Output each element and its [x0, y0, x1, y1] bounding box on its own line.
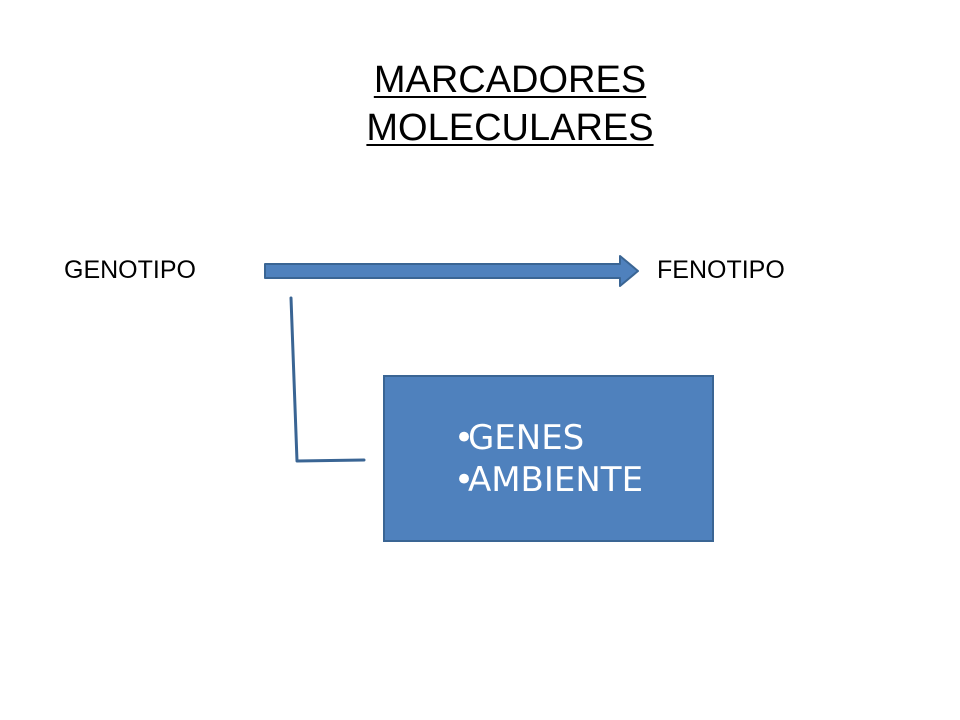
bullet-icon: •: [453, 417, 474, 458]
factor-label: GENES: [467, 417, 585, 458]
factor-label: AMBIENTE: [467, 459, 644, 500]
factors-box: •GENES •AMBIENTE: [383, 375, 714, 542]
fenotipo-label: FENOTIPO: [657, 256, 785, 284]
genotype-to-phenotype-arrow: [264, 255, 639, 287]
slide-title: MARCADORES MOLECULARES: [300, 56, 720, 152]
factor-item-ambiente: •AMBIENTE: [454, 459, 643, 501]
title-line-2: MOLECULARES: [366, 107, 654, 149]
title-line-1: MARCADORES: [373, 59, 647, 101]
environment-connector-line: [289, 296, 366, 463]
bullet-icon: •: [453, 459, 474, 500]
factor-item-genes: •GENES: [454, 417, 643, 459]
genotipo-label: GENOTIPO: [64, 256, 196, 284]
factors-list: •GENES •AMBIENTE: [454, 417, 643, 501]
